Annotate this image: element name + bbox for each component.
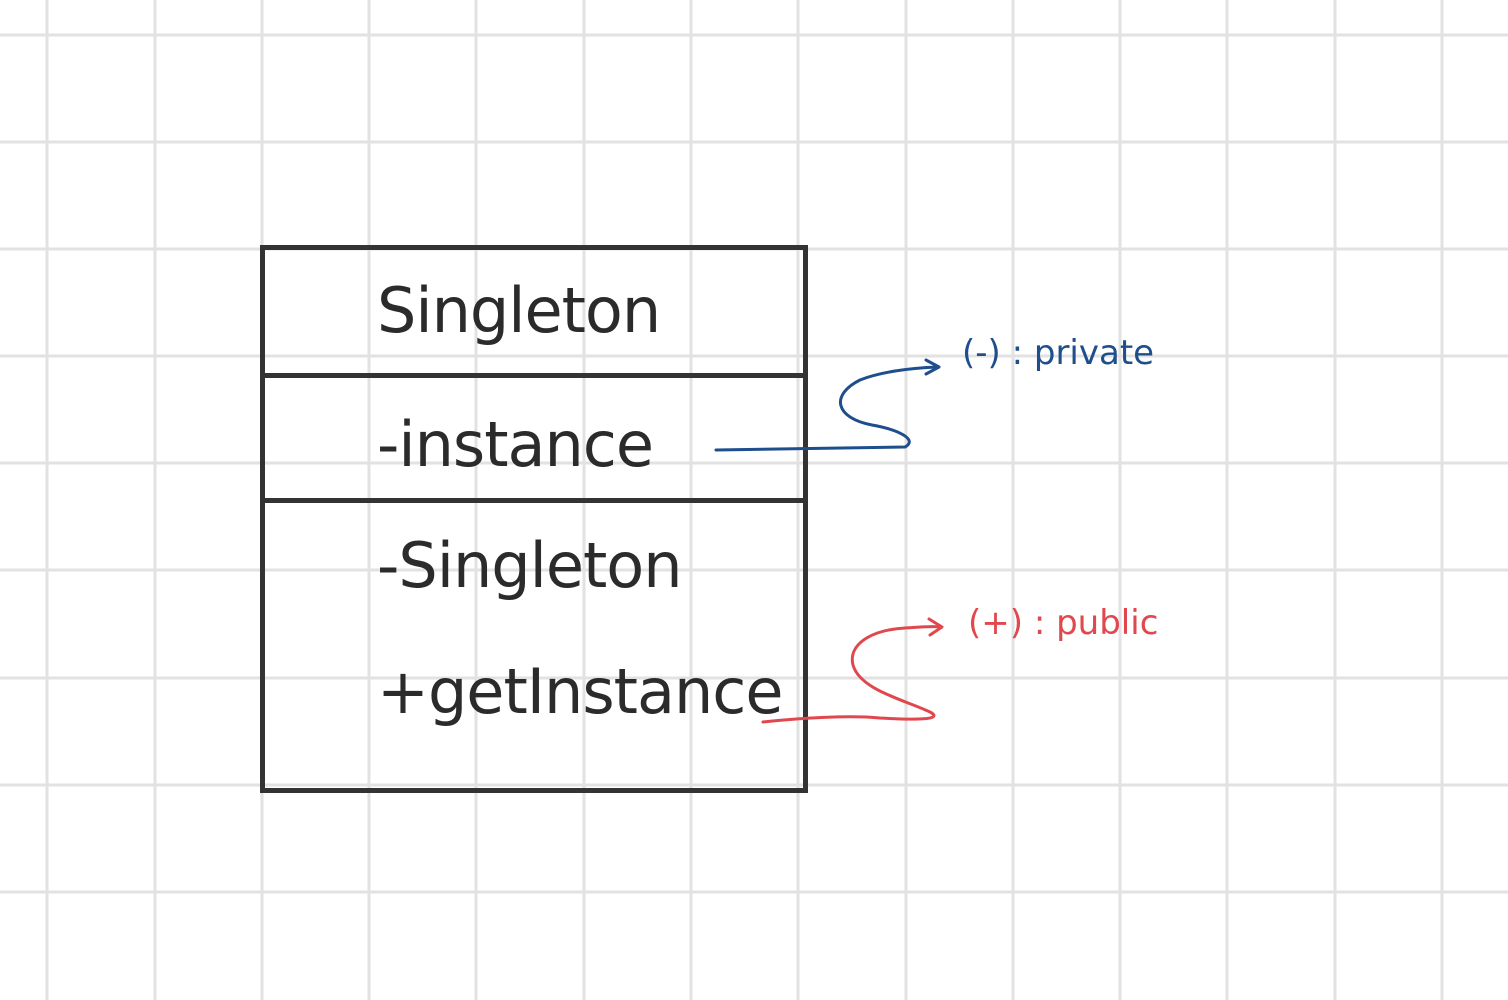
- class-name: Singleton: [377, 274, 661, 347]
- attributes-compartment: -instance: [265, 378, 803, 503]
- operation-constructor: -Singleton: [377, 529, 683, 602]
- private-arrow: [714, 365, 940, 452]
- class-name-compartment: Singleton: [265, 250, 803, 378]
- public-arrowhead: [927, 617, 944, 637]
- attribute-instance: -instance: [377, 408, 654, 481]
- note-private: (-) : private: [962, 333, 1155, 373]
- uml-class-box: Singleton -instance -Singleton +getInsta…: [260, 245, 808, 793]
- operations-compartment: -Singleton +getInstance: [265, 503, 803, 788]
- note-public: (+) : public: [968, 603, 1159, 643]
- private-arrowhead: [924, 358, 941, 376]
- operation-get-instance: +getInstance: [377, 655, 783, 728]
- public-arrow: [761, 625, 943, 724]
